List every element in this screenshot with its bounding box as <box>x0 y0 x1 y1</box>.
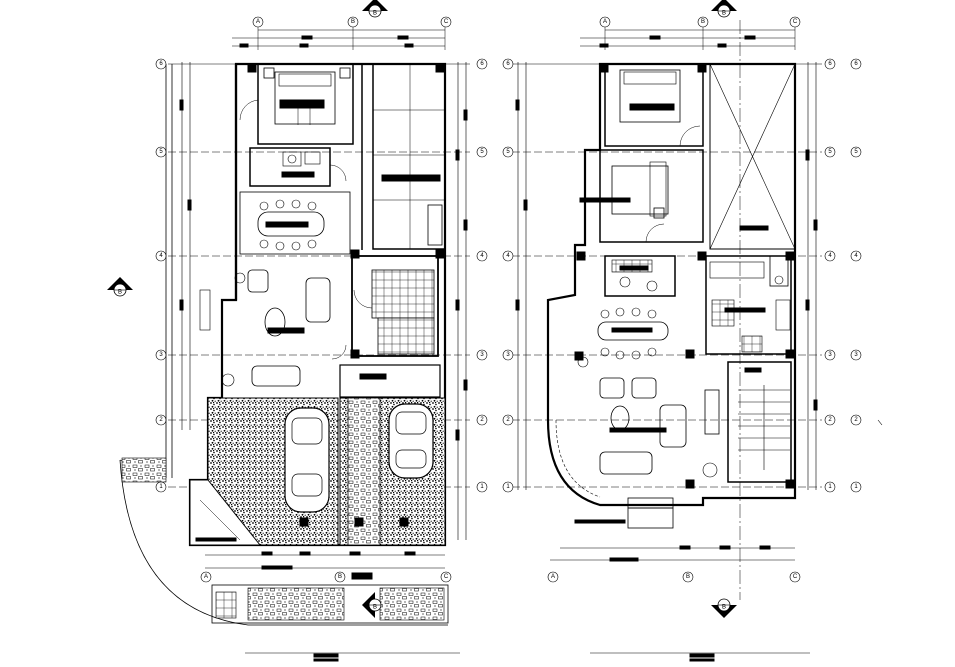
svg-text:B: B <box>686 574 690 580</box>
ground-floor-plan <box>119 25 470 662</box>
grid-row-bubble-5: 5 <box>476 146 488 158</box>
svg-text:6: 6 <box>854 61 858 67</box>
svg-text:6: 6 <box>506 61 510 67</box>
grid-row-bubble-3: 3 <box>502 349 514 361</box>
grid-column-bubble-b: B <box>334 571 346 583</box>
svg-text:B: B <box>338 574 342 580</box>
svg-text:2: 2 <box>506 417 510 423</box>
grid-row-bubble-3: 3 <box>824 349 836 361</box>
svg-text:3: 3 <box>854 352 858 358</box>
grid-row-bubble-5: 5 <box>824 146 836 158</box>
grid-column-bubble-b: B <box>697 16 709 28</box>
svg-text:4: 4 <box>480 253 484 259</box>
svg-text:B: B <box>701 19 705 25</box>
grid-row-bubble-2: 2 <box>502 414 514 426</box>
svg-text:1: 1 <box>506 484 510 490</box>
grid-row-bubble-6: 6 <box>155 58 167 70</box>
section-marker: B <box>711 0 737 18</box>
grid-row-bubble-6: 6 <box>850 58 862 70</box>
svg-text:5: 5 <box>854 149 858 155</box>
svg-text:B: B <box>351 19 355 25</box>
grid-row-bubble-1: 1 <box>850 481 862 493</box>
grid-bubbles: A A B B C C A A B B C C 1 1 1 1 1 2 2 2 2 2 3 3 3 3 3 4 4 4 4 4 5 5 5 5 5 6 6 6… <box>155 16 862 583</box>
svg-text:2: 2 <box>480 417 484 423</box>
grid-column-bubble-b: B <box>347 16 359 28</box>
svg-text:5: 5 <box>828 149 832 155</box>
grid-column-bubble-c: C <box>440 16 452 28</box>
section-marker: B <box>362 0 388 18</box>
svg-text:2: 2 <box>828 417 832 423</box>
svg-text:B: B <box>118 290 122 296</box>
grid-row-bubble-2: 2 <box>850 414 862 426</box>
svg-text:A: A <box>551 574 555 580</box>
section-markers: B B B B B <box>107 0 737 618</box>
svg-text:1: 1 <box>480 484 484 490</box>
grid-row-bubble-1: 1 <box>155 481 167 493</box>
svg-text:4: 4 <box>506 253 510 259</box>
svg-text:B: B <box>722 11 726 17</box>
upper-floor-plan <box>512 20 883 662</box>
grid-row-bubble-4: 4 <box>824 250 836 262</box>
grid-row-bubble-5: 5 <box>155 146 167 158</box>
svg-text:A: A <box>603 19 607 25</box>
svg-text:4: 4 <box>854 253 858 259</box>
grid-row-bubble-6: 6 <box>824 58 836 70</box>
grid-column-bubble-c: C <box>440 571 452 583</box>
svg-text:1: 1 <box>854 484 858 490</box>
grid-row-bubble-6: 6 <box>476 58 488 70</box>
svg-text:C: C <box>793 574 798 580</box>
svg-text:A: A <box>204 574 208 580</box>
svg-text:B: B <box>373 605 377 611</box>
grid-row-bubble-6: 6 <box>502 58 514 70</box>
grid-row-bubble-4: 4 <box>476 250 488 262</box>
svg-text:3: 3 <box>828 352 832 358</box>
svg-text:B: B <box>722 605 726 611</box>
svg-text:5: 5 <box>480 149 484 155</box>
svg-text:C: C <box>444 19 449 25</box>
svg-text:1: 1 <box>828 484 832 490</box>
grid-row-bubble-5: 5 <box>850 146 862 158</box>
svg-text:3: 3 <box>159 352 163 358</box>
svg-text:C: C <box>444 574 449 580</box>
grid-column-bubble-a: A <box>599 16 611 28</box>
grid-column-bubble-c: C <box>789 571 801 583</box>
grid-column-bubble-b: B <box>682 571 694 583</box>
svg-text:3: 3 <box>480 352 484 358</box>
svg-text:6: 6 <box>828 61 832 67</box>
svg-text:2: 2 <box>159 417 163 423</box>
grid-row-bubble-1: 1 <box>476 481 488 493</box>
grid-row-bubble-2: 2 <box>155 414 167 426</box>
svg-text:6: 6 <box>159 61 163 67</box>
grid-row-bubble-5: 5 <box>502 146 514 158</box>
svg-text:2: 2 <box>854 417 858 423</box>
grid-row-bubble-1: 1 <box>824 481 836 493</box>
section-marker: B <box>362 592 382 618</box>
grid-row-bubble-1: 1 <box>502 481 514 493</box>
grid-column-bubble-c: C <box>789 16 801 28</box>
svg-text:B: B <box>373 11 377 17</box>
grid-column-bubble-a: A <box>200 571 212 583</box>
section-marker: B <box>711 598 737 618</box>
grid-row-bubble-4: 4 <box>850 250 862 262</box>
grid-row-bubble-4: 4 <box>502 250 514 262</box>
grid-row-bubble-3: 3 <box>850 349 862 361</box>
svg-text:5: 5 <box>506 149 510 155</box>
grid-row-bubble-2: 2 <box>476 414 488 426</box>
section-marker: B <box>107 277 133 297</box>
svg-text:C: C <box>793 19 798 25</box>
svg-text:4: 4 <box>828 253 832 259</box>
grid-row-bubble-2: 2 <box>824 414 836 426</box>
svg-text:A: A <box>256 19 260 25</box>
grid-row-bubble-3: 3 <box>476 349 488 361</box>
svg-text:3: 3 <box>506 352 510 358</box>
grid-row-bubble-4: 4 <box>155 250 167 262</box>
svg-text:4: 4 <box>159 253 163 259</box>
grid-row-bubble-3: 3 <box>155 349 167 361</box>
grid-column-bubble-a: A <box>252 16 264 28</box>
svg-text:5: 5 <box>159 149 163 155</box>
svg-text:1: 1 <box>159 484 163 490</box>
grid-column-bubble-a: A <box>547 571 559 583</box>
svg-text:6: 6 <box>480 61 484 67</box>
